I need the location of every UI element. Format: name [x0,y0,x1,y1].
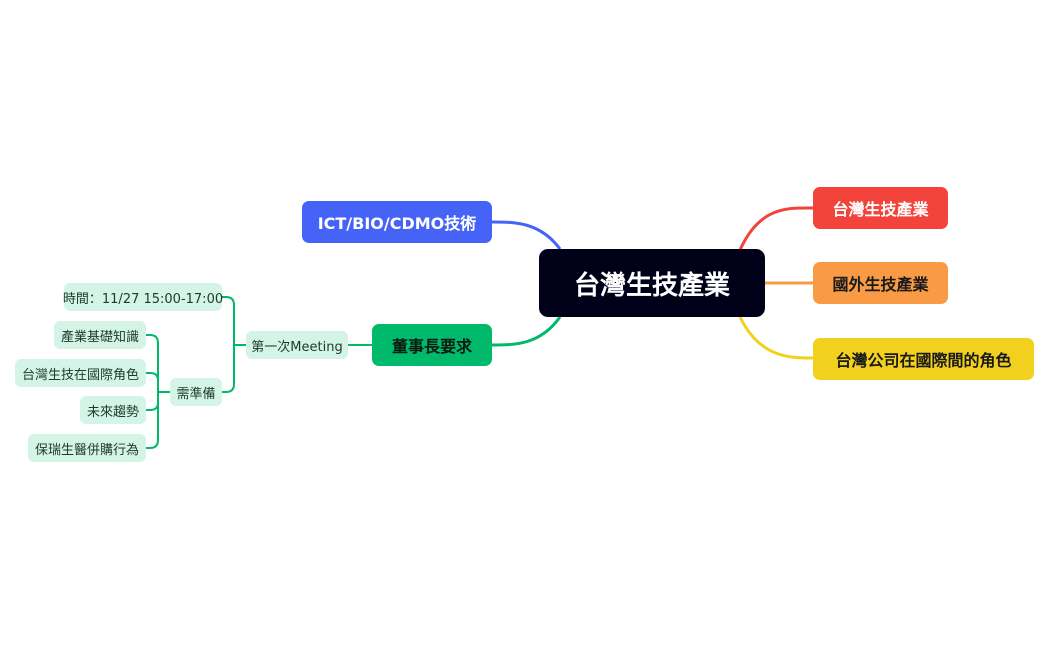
branch-foreign-biotech-label: 國外生技產業 [832,275,929,294]
central-topic[interactable]: 台灣生技產業 [539,249,765,317]
prepare-item-basic-knowledge[interactable]: 產業基礎知識 [54,321,146,349]
subtopic-prepare-label: 需準備 [176,386,216,402]
link-prepare [222,345,235,393]
prepare-item-label: 台灣生技在國際角色 [21,367,139,383]
subtopic-time[interactable]: 時間：11/27 15:00-17:00 [62,283,224,311]
branch-taiwan-biotech-label: 台灣生技產業 [832,200,929,219]
prepare-item-label: 保瑞生醫併購行為 [34,442,139,458]
link-left-tech [491,220,562,250]
link-left-chairman [491,316,562,347]
prepare-item-intl-role[interactable]: 台灣生技在國際角色 [15,359,146,387]
subtopic-time-label: 時間：11/27 15:00-17:00 [62,291,224,307]
subtopic-first-meeting-label: 第一次Meeting [251,339,343,355]
branch-taiwan-role-label: 台灣公司在國際間的角色 [835,351,1012,370]
prepare-item-future-trends[interactable]: 未來趨勢 [80,396,146,424]
branch-tech[interactable]: ICT/BIO/CDMO技術 [302,201,492,243]
link-right-3 [738,316,814,360]
branch-taiwan-biotech[interactable]: 台灣生技產業 [813,187,948,229]
branch-taiwan-role[interactable]: 台灣公司在國際間的角色 [813,338,1034,380]
link-item-3 [146,392,159,411]
link-right-1 [738,206,814,251]
prepare-item-label: 未來趨勢 [86,404,139,420]
link-item-2 [146,372,159,381]
link-item-4 [146,403,159,449]
subtopic-prepare[interactable]: 需準備 [170,378,222,406]
subtopic-first-meeting[interactable]: 第一次Meeting [246,331,348,359]
central-topic-label: 台灣生技產業 [573,270,730,301]
prepare-item-label: 產業基礎知識 [60,329,139,345]
prepare-item-pharmaessentia-ma[interactable]: 保瑞生醫併購行為 [28,434,146,462]
link-item-1 [146,334,170,393]
branch-chairman[interactable]: 董事長要求 [372,324,492,366]
branch-foreign-biotech[interactable]: 國外生技產業 [813,262,948,304]
link-time [222,296,246,346]
branch-chairman-label: 董事長要求 [391,337,472,356]
branch-tech-label: ICT/BIO/CDMO技術 [317,214,477,233]
